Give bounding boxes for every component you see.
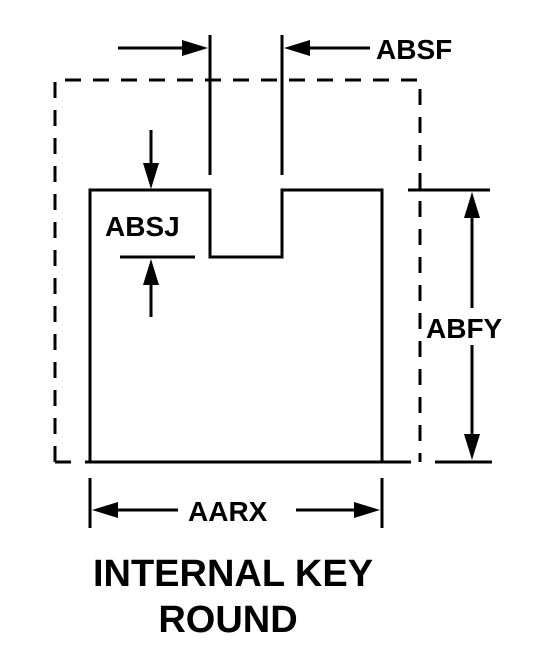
aarx-label: AARX: [188, 496, 268, 527]
absj-label: ABSJ: [105, 211, 180, 242]
absf-label: ABSF: [376, 34, 452, 65]
caption-line-1: INTERNAL KEY: [93, 553, 373, 595]
abfy-label: ABFY: [426, 313, 503, 344]
caption-line-2: ROUND: [158, 599, 297, 641]
aarx-arrow-right: [354, 502, 380, 518]
aarx-arrow-left: [92, 502, 118, 518]
key-profile-outline: [88, 188, 384, 462]
absj-arrow-down: [143, 163, 159, 189]
abfy-arrow-down: [464, 434, 480, 460]
abfy-arrow-up: [464, 192, 480, 218]
absf-dimension: ABSF: [118, 34, 452, 65]
absj-dimension: ABSJ: [105, 130, 195, 317]
aarx-dimension: AARX: [88, 478, 384, 528]
absf-arrow-right: [284, 40, 310, 56]
absf-arrow-left: [182, 40, 208, 56]
dashed-envelope: [53, 78, 422, 464]
absj-arrow-up: [143, 259, 159, 285]
abfy-dimension: ABFY: [408, 188, 503, 464]
